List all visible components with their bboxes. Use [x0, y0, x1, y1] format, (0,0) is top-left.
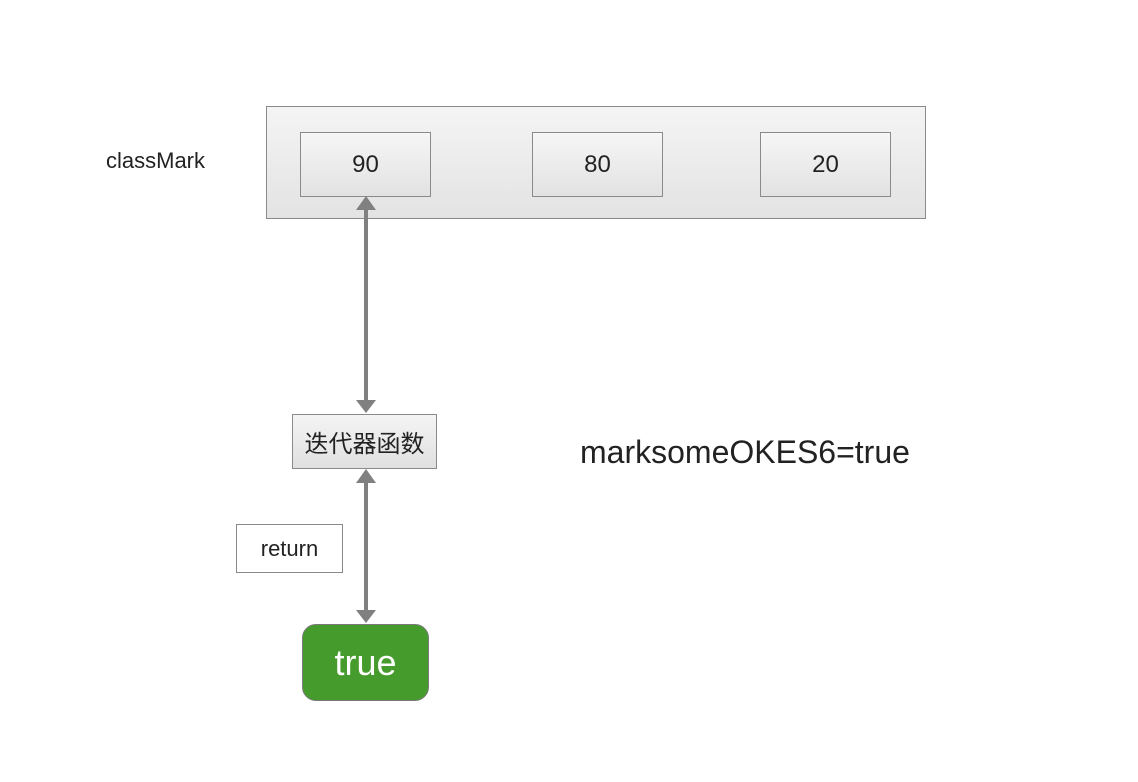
- arrow-down-head-to-iterator: [356, 400, 376, 413]
- array-label: classMark: [106, 148, 206, 173]
- array-cell-2: 20: [760, 132, 891, 197]
- arrow-down-head-to-result: [356, 610, 376, 623]
- return-label-box: return: [236, 524, 343, 573]
- result-true-pill: true: [302, 624, 429, 701]
- iterator-function-box: 迭代器函数: [292, 414, 437, 469]
- arrow-up-head-to-cell: [356, 196, 376, 210]
- array-cell-0: 90: [300, 132, 431, 197]
- arrow-up-head-to-iterator: [356, 469, 376, 483]
- array-cell-1: 80: [532, 132, 663, 197]
- result-statement: marksomeOKES6=true: [580, 434, 910, 470]
